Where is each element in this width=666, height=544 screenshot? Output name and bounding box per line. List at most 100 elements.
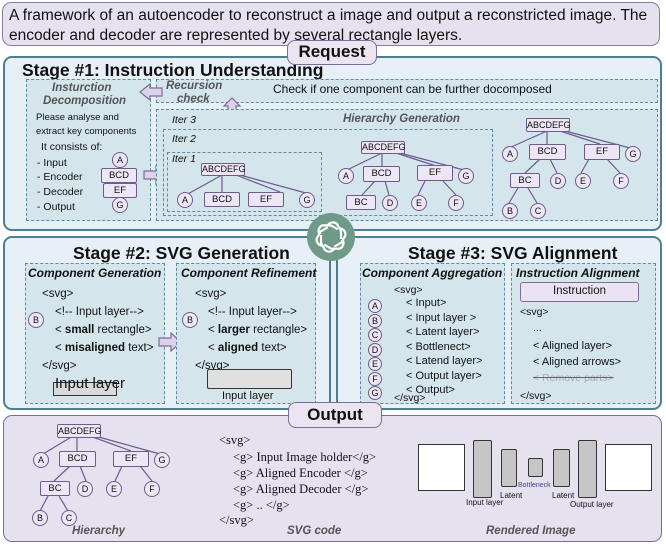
iter3-node-bcd: BCD xyxy=(529,144,566,160)
input-layer-label: Input layer xyxy=(466,498,504,507)
gen-line-3: < misaligned text> xyxy=(55,339,153,357)
small-rectangle-render xyxy=(53,382,117,396)
instruction-button[interactable]: Instruction xyxy=(520,282,639,302)
latent-right-label: Latent xyxy=(552,491,575,500)
output-node-c: C xyxy=(61,510,77,526)
ref-code-text: rectangle> xyxy=(249,324,308,336)
decomposition-prompt-2: extract key components xyxy=(36,126,137,137)
instruction-alignment-title: Instruction Alignment xyxy=(516,266,640,280)
agg-line: < Output> xyxy=(406,384,455,396)
gen-code-text: < xyxy=(55,324,65,336)
output-node-f: F xyxy=(144,481,160,497)
output-tab: Output xyxy=(288,402,382,428)
node-bcd: BCD xyxy=(101,168,137,183)
agg-node-a: A xyxy=(368,299,382,313)
recursion-check-text: Check if one component can be further do… xyxy=(273,82,552,96)
recursion-check-panel xyxy=(156,79,658,103)
bottleneck-label: Bottleneck xyxy=(518,482,551,489)
iter3-node-a: A xyxy=(502,146,518,162)
align-line-removed: < Remove parts> xyxy=(533,372,614,384)
agg-line: < Bottlenect> xyxy=(406,340,471,353)
align-close-tag: </svg> xyxy=(520,390,552,402)
component-item-encoder: - Encoder xyxy=(37,171,83,183)
agg-line: < Input layer > xyxy=(406,311,477,324)
stage-divider-left xyxy=(329,260,331,410)
iter3-node-ef: EF xyxy=(584,144,620,160)
component-aggregation-title: Component Aggregation xyxy=(362,266,503,280)
agg-line: < Latend layer> xyxy=(406,355,483,367)
decomposition-prompt-1: Please analyse and xyxy=(36,112,119,123)
latent-left-rect xyxy=(501,449,517,487)
ref-code-text: <svg> xyxy=(195,288,227,300)
input-image-holder xyxy=(418,444,465,491)
recursion-title-1: Recursion xyxy=(166,80,223,92)
ref-node-b: B xyxy=(182,312,198,328)
agg-node-c: C xyxy=(368,328,382,342)
openai-logo-icon xyxy=(307,213,355,261)
gen-code-bold: misaligned xyxy=(64,342,125,354)
output-layer-label: Output layer xyxy=(570,500,614,509)
gen-code-text: </svg> xyxy=(42,360,77,372)
iter2-node-a: A xyxy=(338,168,354,184)
ref-code-text: < xyxy=(208,342,218,354)
agg-open-tag: <svg> xyxy=(394,284,423,296)
larger-rectangle-render xyxy=(207,369,292,389)
agg-node-b: B xyxy=(368,313,382,328)
gen-line-0: <svg> xyxy=(42,285,73,303)
iter1-node-a: A xyxy=(177,192,193,208)
bottleneck-rect xyxy=(528,458,543,477)
iter2-root: ABCDEFG xyxy=(361,141,406,154)
consists-of-label: It consists of: xyxy=(41,141,103,153)
output-image-holder xyxy=(605,444,652,491)
iter3-node-c: C xyxy=(530,203,546,219)
hierarchy-generation-title: Hierarchy Generation xyxy=(343,113,460,125)
arrow-left-icon xyxy=(139,83,163,101)
agg-node-f: F xyxy=(368,371,382,386)
output-node-bc: BC xyxy=(40,481,70,496)
input-layer-rect xyxy=(473,440,492,498)
request-text-box: A framework of an autoencoder to reconst… xyxy=(2,2,660,46)
svg-code-line-3: <g> Aligned Decoder </g> xyxy=(233,482,369,496)
align-line-svg: <svg> xyxy=(520,306,549,318)
gen-code-bold: small xyxy=(64,324,95,336)
iter2-node-bcd: BCD xyxy=(363,166,400,182)
ref-code-bold: larger xyxy=(217,324,250,336)
gen-code-text: <!-- Input layer--> xyxy=(55,306,144,318)
svg-code-line-4: <g> .. </g> xyxy=(233,498,290,512)
agg-line: < Output layer> xyxy=(406,369,482,382)
agg-close-tag: </svg> xyxy=(394,392,426,404)
iter1-node-ef: EF xyxy=(248,192,284,207)
iter3-node-bc: BC xyxy=(510,173,540,188)
iter2-node-d: D xyxy=(382,195,398,211)
decomposition-title-2: Decomposition xyxy=(43,95,127,107)
gen-code-text: <svg> xyxy=(42,288,74,300)
latent-right-rect xyxy=(553,449,570,487)
output-node-d: D xyxy=(77,481,93,497)
ref-code-text: text> xyxy=(258,342,287,354)
iter1-node-bcd: BCD xyxy=(204,192,240,207)
gen-line-2: < small rectangle> xyxy=(55,321,152,339)
component-item-input: - Input xyxy=(37,157,67,169)
misaligned-input-layer-label: Input layer xyxy=(55,375,126,392)
output-node-g: G xyxy=(154,452,170,468)
iter3-node-d: D xyxy=(550,173,566,189)
iter1-panel xyxy=(167,152,322,212)
iter3-node-b: B xyxy=(502,203,518,219)
agg-node-d: D xyxy=(368,342,382,357)
gen-code-text: < xyxy=(55,342,65,354)
iter2-node-f: F xyxy=(448,195,464,211)
iter1-label: Iter 1 xyxy=(172,153,196,165)
output-layer-rect xyxy=(578,440,597,498)
agg-line: < Latent layer> xyxy=(406,326,480,338)
decomposition-title-1: Insturction xyxy=(52,82,112,94)
request-text: A framework of an autoencoder to reconst… xyxy=(9,7,648,44)
iter3-node-f: F xyxy=(613,173,629,189)
svg-code-line-1: <g> Input Image holder</g> xyxy=(233,450,377,464)
iter2-node-bc: BC xyxy=(346,195,376,210)
ref-code-text: < xyxy=(208,324,218,336)
ref-line-3: < aligned text> xyxy=(208,339,287,357)
output-node-e: E xyxy=(106,481,122,497)
ref-line-0: <svg> xyxy=(195,285,226,303)
agg-line: < Input> xyxy=(406,297,447,309)
